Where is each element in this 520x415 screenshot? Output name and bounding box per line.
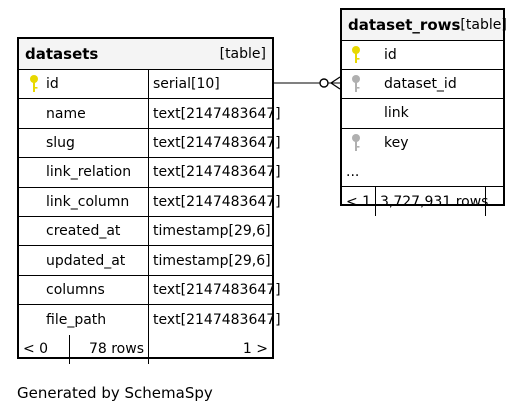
table-header: dataset_rows [table]	[342, 10, 507, 41]
column-row-name[interactable]: name text[2147483647]	[19, 99, 281, 129]
table-kind: [table]	[219, 46, 266, 62]
parent-count[interactable]: < 0	[23, 341, 49, 358]
column-name: created_at	[46, 223, 121, 240]
column-type: serial[10]	[148, 70, 272, 99]
column-name: id	[19, 70, 148, 98]
column-row-link-column[interactable]: link_column text[2147483647]	[19, 187, 281, 217]
row-count: 3,727,931 rows	[375, 186, 488, 217]
column-row-link-relation[interactable]: link_relation text[2147483647]	[19, 158, 281, 188]
footer-spacer	[485, 186, 503, 217]
column-name: dataset_id	[342, 70, 503, 98]
column-row-columns[interactable]: columns text[2147483647]	[19, 275, 281, 306]
primary-key-icon	[30, 75, 38, 93]
foreign-key-icon	[352, 75, 360, 93]
column-name: columns	[46, 281, 105, 298]
column-name: link_relation	[46, 164, 132, 181]
parent-count[interactable]: < 1	[346, 193, 372, 210]
generator-credit: Generated by SchemaSpy	[17, 384, 213, 402]
column-row-file-path[interactable]: file_path text[2147483647]	[19, 305, 281, 335]
zero-cardinality-circle	[319, 78, 329, 88]
column-type: text[2147483647]	[148, 158, 281, 187]
child-count[interactable]: 1 >	[148, 334, 272, 364]
table-name: dataset_rows	[348, 16, 461, 34]
crowfoot-upper	[330, 76, 341, 84]
column-type: text[2147483647]	[148, 275, 281, 305]
more-columns-row: ...	[342, 158, 503, 187]
row-count: 78 rows	[69, 334, 148, 364]
column-name: link	[384, 105, 409, 122]
table-kind: [table]	[460, 17, 507, 33]
column-name: file_path	[46, 311, 107, 328]
column-type: text[2147483647]	[148, 187, 281, 216]
primary-key-icon	[352, 46, 360, 64]
crowfoot-lower	[330, 82, 341, 90]
column-name: link_column	[46, 193, 130, 210]
column-type: timestamp[29,6]	[148, 216, 272, 246]
table-name: datasets	[25, 45, 99, 63]
column-type: text[2147483647]	[148, 99, 281, 128]
table-footer: < 0 78 rows 1 >	[19, 334, 272, 364]
column-row-id[interactable]: id	[342, 41, 503, 71]
column-name: name	[46, 105, 86, 122]
more-columns-indicator: ...	[346, 163, 360, 180]
column-name: slug	[46, 134, 75, 151]
column-row-key[interactable]: key	[342, 129, 503, 158]
column-row-slug[interactable]: slug text[2147483647]	[19, 128, 281, 159]
column-row-created-at[interactable]: created_at timestamp[29,6]	[19, 216, 272, 247]
column-row-dataset-id[interactable]: dataset_id	[342, 70, 503, 100]
table-footer: < 1 3,727,931 rows	[342, 186, 503, 217]
column-type: text[2147483647]	[148, 305, 281, 335]
column-name: id	[342, 41, 503, 69]
column-row-link[interactable]: link	[342, 99, 503, 129]
column-type: text[2147483647]	[148, 128, 281, 158]
column-name: updated_at	[46, 252, 126, 269]
column-name: key	[342, 129, 503, 158]
table-header: datasets [table]	[19, 39, 272, 70]
foreign-key-icon	[352, 134, 360, 152]
column-row-updated-at[interactable]: updated_at timestamp[29,6]	[19, 246, 272, 276]
column-type: timestamp[29,6]	[148, 246, 272, 275]
